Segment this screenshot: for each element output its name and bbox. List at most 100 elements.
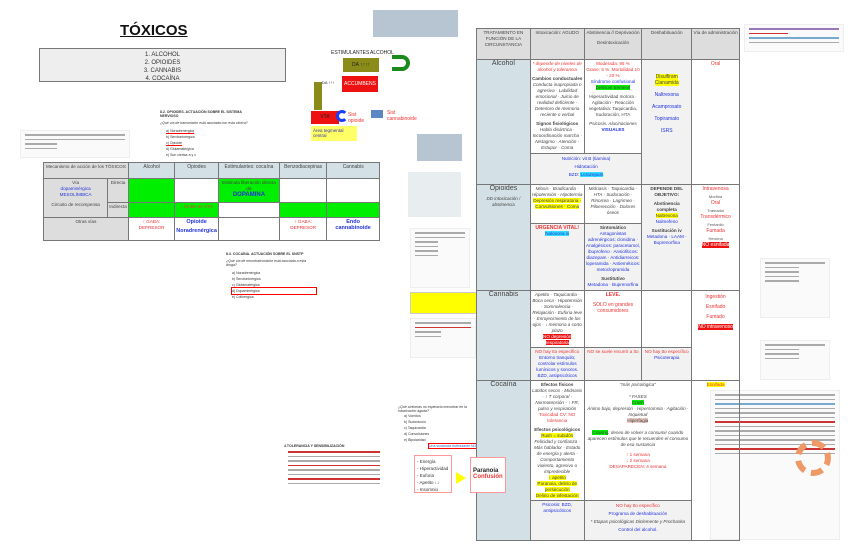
header-cell: Mecanismo de acción de los TÓXICOS [43,162,129,179]
header-cell: TRATAMIENTO EN FUNCIÓN DE LA CIRCUNSTANC… [476,28,531,60]
text: DEPENDE DEL OBJETIVO: [650,186,684,197]
list-item: 2. OPIOIDES [144,60,181,66]
text: ↑ 1 semana [626,452,650,457]
text: : deseo de volver a consumir cuando apar… [587,430,689,447]
via: Esnifada [706,382,725,387]
row-label-cannabis: Cannabis [476,290,531,381]
text: Sustitutivo [601,276,625,281]
via: Intravenosa [702,186,729,192]
cell: Endo cannabinoide [326,217,380,241]
curved-arrow-icon [392,55,410,71]
cell [174,178,219,203]
text: Antagonistas adrenérgicos: clonidina · A… [585,231,641,272]
text: BZD: [568,172,580,177]
paranoia-box: Paranoia Confusión [470,457,506,493]
exam-option: a) Noradrenérgica [166,129,195,133]
text: Programa de deshabituación [608,511,668,516]
text: NO hay tto específico [535,349,580,354]
text: SOLO en grandes consumidores [592,302,634,314]
text: Hiperfagia [627,418,649,423]
via: Ingestión [705,294,726,300]
exam-scrap [760,258,830,318]
signos-list: Habla disártrica · Incoordinación marcha… [532,127,582,150]
text: LEVE. [605,292,621,298]
effect-item: - Euforia [417,473,435,478]
receptor-icon [336,110,348,122]
text: Rush = subidón [541,433,574,438]
text: Moderada: 95 % [596,61,630,66]
effect-item: - Hiperactividad [417,466,449,471]
exam-question: ¿Qué vía de neurotransmisión está asocia… [226,259,307,267]
drug: Naltrexona [654,92,679,98]
cell: Midriasis · Taquicardia · HTA · Sudoraci… [583,184,643,224]
text: Entorno tranquilo; controlar estímulos l… [536,355,579,372]
vta-box: VTA [311,111,339,124]
cell: ↑ GABA: DEPRESOR [127,217,176,241]
text: Miosis · Bradicardia · Hipotensión · Hip… [531,186,583,197]
drug: Cianamida [654,80,679,86]
text: Sustitución iv [651,228,682,233]
text: Grave: 5 %. Mortalidad 10 - 20 % [586,67,640,78]
exam-note: Una sustancia estimulante NO [428,443,478,449]
exam-option: d) Convulsiones [404,432,430,436]
text: Nutrición: vit B (tiamina) [561,156,611,161]
via: Oral [710,200,721,206]
treatment-table: TRATAMIENTO EN FUNCIÓN DE LA CIRCUNSTANC… [476,28,740,541]
drug: Disulfiram [655,74,678,80]
toxic-list: 1. ALCOHOL 2. OPIOIDES 3. CANNABIS 4. CO… [39,48,286,82]
exam-cocaina: 8.3. COCAÍNA. ACTUACIÓN SOBRE EL SNSTP ¿… [226,252,317,300]
exam-option: a) Vómitos [404,414,421,418]
cell [326,178,380,203]
exam-opioides: 8.2. OPIOIDES. ACTUACIÓN SOBRE EL SISTEM… [160,110,260,158]
cell: NO se suele recurrir a tto [583,347,643,381]
photo-scrap [417,134,462,161]
cocaine-effects-box: - Energía - Hiperactividad - Euforia - A… [414,455,452,493]
directa-cell: Directa [107,178,129,203]
cell [127,178,176,203]
header-cell: Deshabituación [641,28,693,60]
effect-item: - Insomnio [417,487,439,492]
indirecta-cell: Indirecta [107,202,129,218]
exam-heading: 8.2. OPIOIDES. ACTUACIÓN SOBRE EL SISTEM… [160,110,242,118]
cambios-list: Conducta inapropiada o agresiva · Labili… [532,82,582,117]
da-arrow: DA ↑↑↑↑ [343,58,379,72]
sist-cannabinoide-label: Sist cannabinoide [387,110,417,122]
header-cell: Benzodiacepinas [279,162,328,179]
list-item: 3. CANNABIS [143,68,182,74]
text: Latidos secos · Midriasis · ↑ T corporal… [532,388,583,411]
text: DESAPARECEN: 4 semana [609,464,667,469]
cell: Miosis · Bradicardia · Hipotensión · Hip… [529,184,585,224]
cycle-diagram-icon [795,440,831,476]
via-blue-label: dopaminérgica MESOLÍMBICA [59,186,92,197]
text: Efectos físicos [541,382,574,387]
exam-option: a) Noradrenérgica [232,271,261,275]
photo-scrap [373,10,458,37]
accumbens-box: ACCUMBENS [342,76,378,92]
exam-scrap [410,228,470,288]
exam-option: b) Serotoninérgica [232,277,261,281]
list-item: 1. ALCOHOL [144,52,180,58]
cell [326,202,380,218]
opioide-text: Opioide [186,219,207,225]
text: * Etapas psicológicas Diclemente y Proch… [590,519,686,524]
via: NO esnifada [701,242,730,248]
header-cell: Estimulantes: cocaína [217,162,281,179]
text: "más psicológica" [619,382,656,387]
exam-option: e) Son ciertas a y c [166,153,196,157]
header-cell: Vía de administración [691,28,740,60]
via: Fentanilo [707,222,724,227]
via: Esnifado [705,304,726,310]
text: Hiperactividad motora · Agitación · Reac… [588,94,638,117]
exam-option: e) Colinérgica [232,295,254,299]
cell: Apetito · Taquicardia · Boca seca · Hipo… [529,290,585,348]
via: Fumado [706,314,725,320]
exam-question: ¿Qué vía de transmisión está asociada co… [160,121,248,125]
